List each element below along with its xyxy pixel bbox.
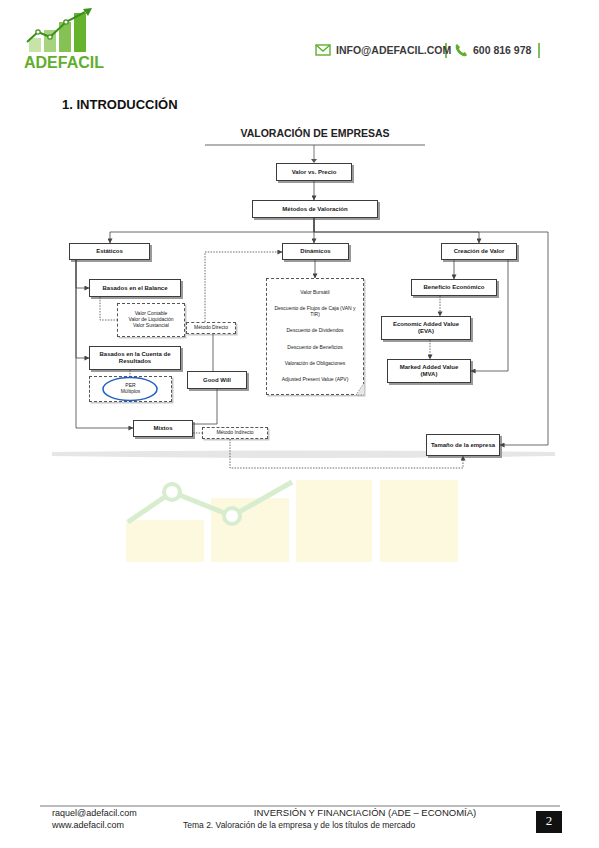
node-text: Mixtos bbox=[153, 425, 172, 432]
list-box: PERMúltiplos bbox=[89, 376, 172, 402]
watermark-dot bbox=[164, 484, 180, 500]
connector bbox=[315, 260, 316, 278]
logo-line bbox=[27, 12, 85, 42]
process-box: Valor vs. Precio bbox=[276, 163, 352, 181]
footer-email: raquel@adefacil.com bbox=[52, 809, 137, 819]
node-text: Descuento de Flujos de Caja (VAN y TIR) bbox=[270, 306, 360, 318]
connector bbox=[205, 252, 282, 322]
category-box: Creación de Valor bbox=[441, 243, 517, 260]
node-text: Economic Added Value (EVA) bbox=[385, 321, 467, 335]
node-text: Descuento de Dividendos bbox=[287, 328, 344, 334]
section-heading: 1. INTRODUCCIÓN bbox=[62, 98, 178, 112]
logo-text: ADEFACIL bbox=[24, 54, 104, 72]
watermark-bar bbox=[296, 480, 372, 562]
method-box: Economic Added Value (EVA) bbox=[381, 316, 471, 340]
connector bbox=[471, 260, 508, 371]
process-box: Métodos de Valoración bbox=[252, 200, 378, 218]
watermark-dot bbox=[224, 508, 240, 524]
method-box: Tamaño de la empresa bbox=[426, 434, 500, 456]
header-phone: 600 816 978 bbox=[473, 45, 531, 57]
mail-flap bbox=[316, 45, 330, 51]
mail-outline bbox=[316, 45, 330, 55]
node-text: Creación de Valor bbox=[454, 248, 505, 255]
connector bbox=[110, 218, 314, 243]
footer-web: www.adefacil.com bbox=[52, 821, 124, 831]
connector bbox=[230, 439, 463, 468]
phone-icon bbox=[456, 44, 467, 56]
logo-bar bbox=[74, 13, 86, 52]
node-text: Basados en la Cuenta de Resultados bbox=[93, 351, 177, 365]
logo-dot bbox=[64, 20, 68, 24]
category-box: Estáticos bbox=[69, 243, 150, 260]
connector bbox=[76, 260, 89, 288]
title-connector bbox=[314, 145, 315, 160]
connector bbox=[314, 218, 479, 243]
logo-bar bbox=[29, 38, 41, 52]
footer-topic: Tema 2. Valoración de la empresa y de lo… bbox=[183, 821, 415, 830]
node-text: Valor vs. Precio bbox=[292, 169, 337, 176]
connector bbox=[440, 296, 441, 316]
title-underline bbox=[205, 145, 425, 146]
node-text: Método Indirecto bbox=[216, 430, 253, 436]
footer-course: INVERSIÓN Y FINANCIACIÓN (ADE – ECONOMÍA… bbox=[245, 808, 485, 818]
header-separator bbox=[538, 43, 540, 58]
connector bbox=[213, 334, 214, 371]
node-text: Descuento de Beneficios bbox=[287, 345, 342, 351]
connector bbox=[430, 340, 431, 359]
method-box: Basados en el Balance bbox=[89, 279, 181, 297]
node-text: Adjusted Present Value (APV) bbox=[282, 377, 349, 383]
note-box: Método Directo bbox=[186, 322, 236, 334]
connector bbox=[314, 181, 315, 200]
node-text: Métodos de Valoración bbox=[282, 206, 347, 213]
node-text: Valoración de Obligaciones bbox=[285, 361, 346, 367]
connector bbox=[314, 218, 548, 445]
list-box: Valor ContableValor de LiquidaciónValor … bbox=[117, 303, 185, 337]
footer-rule bbox=[40, 806, 560, 807]
watermark-logo bbox=[126, 480, 458, 562]
connector bbox=[454, 260, 455, 279]
folded-corner bbox=[356, 383, 364, 395]
logo-dot bbox=[48, 35, 52, 39]
logo-icon bbox=[27, 8, 92, 52]
note-box: Método Indirecto bbox=[202, 427, 268, 439]
node-text: Good Will bbox=[203, 377, 231, 384]
node-text: Método Directo bbox=[194, 325, 228, 331]
logo-dot bbox=[36, 30, 40, 34]
highlight-circle bbox=[103, 378, 157, 401]
page-number-box bbox=[536, 811, 562, 833]
node-text: Beneficio Económico bbox=[423, 284, 484, 291]
mail-icon bbox=[316, 45, 330, 55]
header-email: INFO@ADEFACIL.COM bbox=[336, 45, 451, 57]
node-text: Valor Sustancial bbox=[133, 323, 169, 329]
connector bbox=[130, 370, 131, 376]
node-text: Múltiplos bbox=[121, 389, 141, 395]
node-text: Basados en el Balance bbox=[102, 285, 167, 292]
connector bbox=[100, 297, 117, 320]
node-text: Tamaño de la empresa bbox=[431, 442, 495, 449]
category-box: Dinámicos bbox=[282, 243, 349, 260]
watermark-line bbox=[128, 482, 292, 522]
method-box: Basados en la Cuenta de Resultados bbox=[89, 346, 181, 370]
connector bbox=[193, 389, 217, 424]
node-text: Valor Bursátil bbox=[300, 290, 329, 296]
node-text: Estáticos bbox=[96, 248, 123, 255]
node-text: Dinámicos bbox=[300, 248, 330, 255]
method-box: Marked Added Value (MVA) bbox=[387, 359, 471, 383]
connector bbox=[76, 260, 133, 428]
page-number: 2 bbox=[536, 814, 562, 828]
watermark-bar bbox=[126, 520, 204, 562]
logo-arrow bbox=[83, 8, 92, 16]
method-box: Beneficio Económico bbox=[411, 279, 497, 296]
method-box: Mixtos bbox=[133, 420, 193, 437]
watermark-bar bbox=[380, 480, 458, 562]
connector bbox=[193, 433, 202, 434]
diagram-title: VALORACIÓN DE EMPRESAS bbox=[205, 127, 425, 139]
list-box: Valor BursátilDescuento de Flujos de Caj… bbox=[266, 278, 364, 395]
node-text: Marked Added Value (MVA) bbox=[391, 364, 467, 378]
method-box: Good Will bbox=[187, 371, 247, 389]
connector bbox=[76, 260, 89, 358]
